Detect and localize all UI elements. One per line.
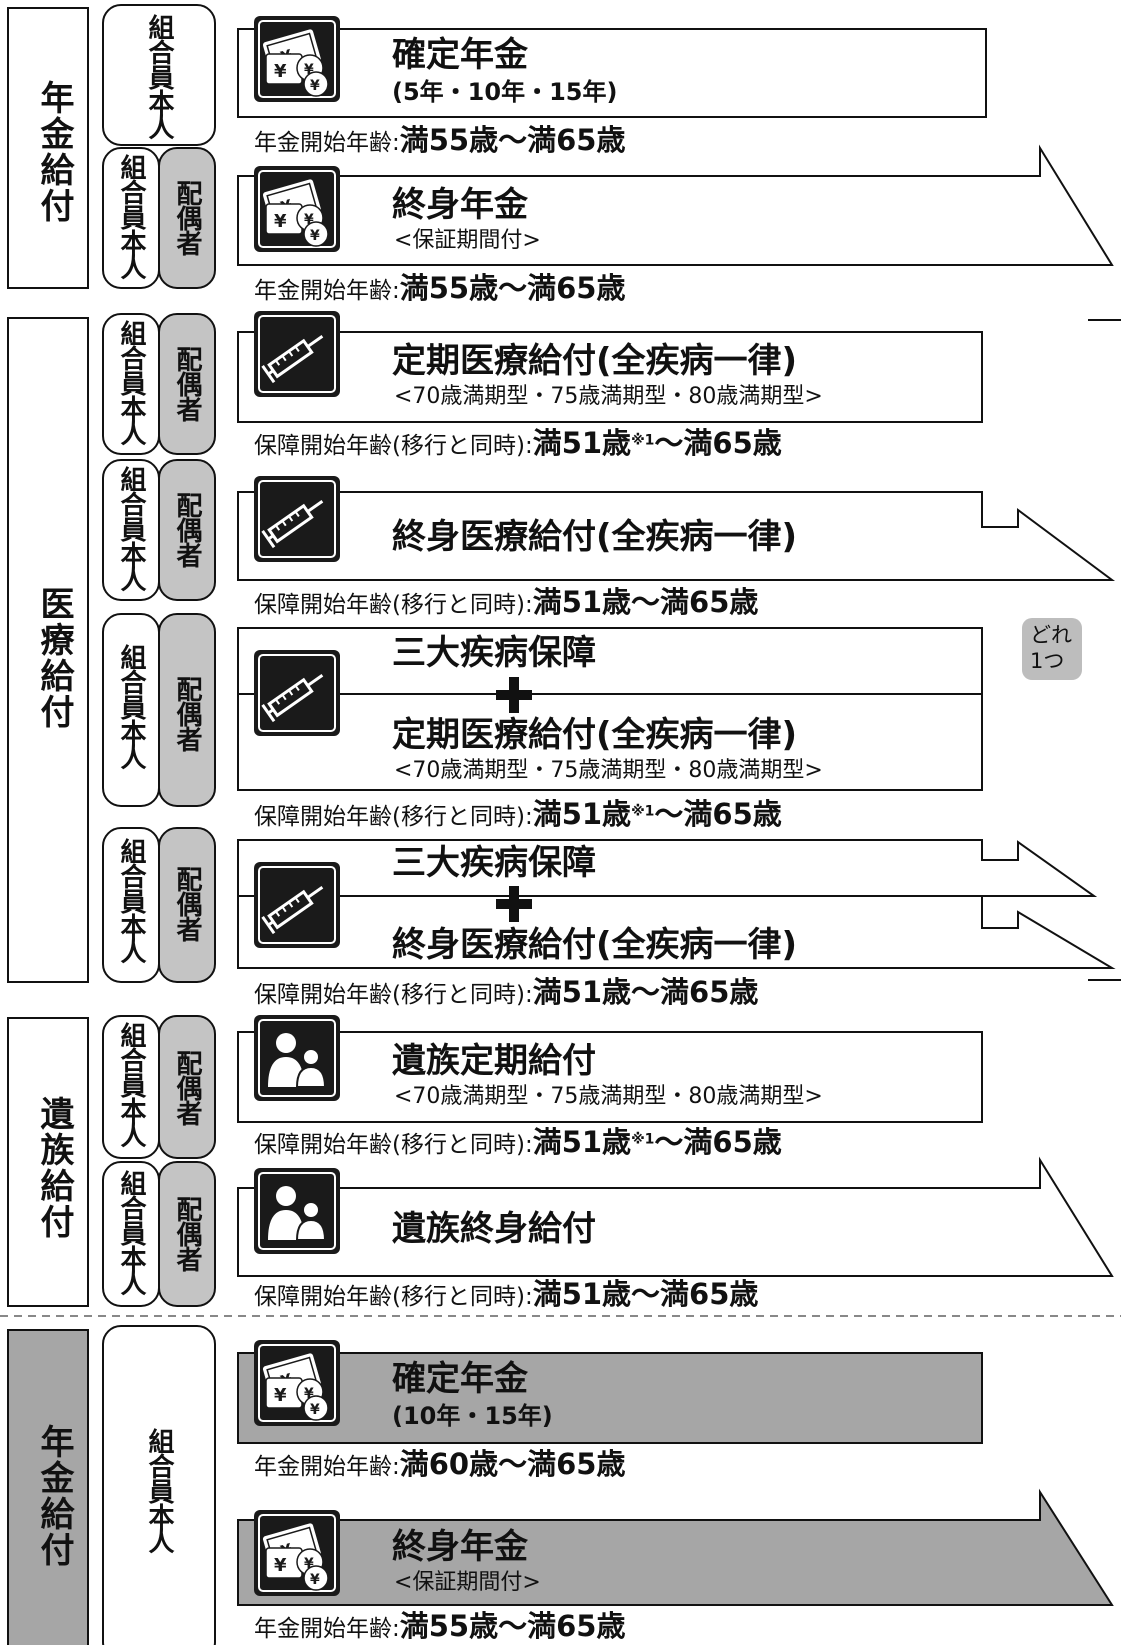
money-icon <box>253 1339 341 1427</box>
plan-subtitle: <70歳満期型・75歳満期型・80歳満期型> <box>394 758 823 783</box>
money-icon <box>253 15 341 103</box>
plan-shapes <box>237 28 1116 1606</box>
spouse-label: 配偶者 <box>172 346 202 421</box>
member-label: 組合員本人 <box>116 838 146 963</box>
start-age: 保障開始年齢(移行と同時):満51歳〜満65歳 <box>254 1277 759 1311</box>
plus-icon <box>496 677 532 713</box>
category-survivor: 遺族給付 <box>34 1096 74 1240</box>
plan-title: 遺族定期給付 <box>392 1041 596 1081</box>
start-age: 保障開始年齢(移行と同時):満51歳〜満65歳 <box>254 585 759 619</box>
start-age: 保障開始年齢(移行と同時):満51歳〜満65歳 <box>254 975 759 1009</box>
start-age: 保障開始年齢(移行と同時):満51歳※1〜満65歳 <box>254 1125 782 1159</box>
plan-title: 三大疾病保障 <box>392 843 596 883</box>
start-age: 保障開始年齢(移行と同時):満51歳※1〜満65歳 <box>254 797 782 831</box>
syringe-icon <box>252 860 342 950</box>
choice-badge: どれ 1つ <box>1022 618 1082 680</box>
plan-subtitle: (5年・10年・15年) <box>392 78 618 106</box>
plus-icon <box>496 886 532 922</box>
plan-title: 三大疾病保障 <box>392 633 596 673</box>
syringe-icon <box>252 648 342 738</box>
spouse-label: 配偶者 <box>172 492 202 567</box>
category-frame <box>7 1017 89 1307</box>
spouse-label: 配偶者 <box>172 180 202 255</box>
start-age: 年金開始年齢:満55歳〜満65歳 <box>254 1609 626 1643</box>
family-icon <box>253 1014 341 1102</box>
plan-title: 終身年金 <box>392 1527 528 1567</box>
spouse-label: 配偶者 <box>172 1050 202 1125</box>
category-frame <box>7 1329 89 1645</box>
category-pension: 年金給付 <box>34 80 74 224</box>
start-age: 年金開始年齢:満60歳〜満65歳 <box>254 1447 626 1481</box>
start-age: 保障開始年齢(移行と同時):満51歳※1〜満65歳 <box>254 426 782 460</box>
plan-subtitle: <70歳満期型・75歳満期型・80歳満期型> <box>394 1084 823 1109</box>
plan-title: 終身年金 <box>392 185 528 225</box>
plan-subtitle: <保証期間付> <box>394 1570 541 1595</box>
plan-title: 終身医療給付(全疾病一律) <box>392 517 798 557</box>
plan-subtitle: (10年・15年) <box>392 1402 553 1430</box>
member-label: 組合員本人 <box>116 320 146 445</box>
member-label: 組合員本人 <box>116 1022 146 1147</box>
category-frame <box>7 317 89 983</box>
member-label: 組合員本人 <box>116 466 146 591</box>
plan-title: 終身医療給付(全疾病一律) <box>392 925 798 965</box>
money-icon <box>253 1509 341 1597</box>
syringe-icon <box>252 474 342 564</box>
spouse-label: 配偶者 <box>172 1196 202 1271</box>
family-icon <box>253 1167 341 1255</box>
member-label: 組合員本人 <box>144 14 174 139</box>
category-frame <box>7 7 89 289</box>
syringe-icon <box>252 309 342 399</box>
start-age: 年金開始年齢:満55歳〜満65歳 <box>254 123 626 157</box>
plan-subtitle: <保証期間付> <box>394 228 541 253</box>
spouse-label: 配偶者 <box>172 676 202 751</box>
plan-title: 定期医療給付(全疾病一律) <box>392 341 798 381</box>
member-label: 組合員本人 <box>116 1170 146 1295</box>
spouse-label: 配偶者 <box>172 866 202 941</box>
plan-title: 遺族終身給付 <box>392 1209 596 1249</box>
member-label: 組合員本人 <box>116 644 146 769</box>
category-pension-2: 年金給付 <box>34 1424 74 1568</box>
member-label: 組合員本人 <box>144 1428 174 1553</box>
category-medical: 医療給付 <box>34 586 74 730</box>
member-pills <box>102 4 216 1645</box>
start-age: 年金開始年齢:満55歳〜満65歳 <box>254 271 626 305</box>
plan-title: 確定年金 <box>392 1359 528 1399</box>
plan-title: 確定年金 <box>392 35 528 75</box>
plan-subtitle: <70歳満期型・75歳満期型・80歳満期型> <box>394 384 823 409</box>
plan-title: 定期医療給付(全疾病一律) <box>392 715 798 755</box>
member-label: 組合員本人 <box>116 154 146 279</box>
money-icon <box>253 165 341 253</box>
